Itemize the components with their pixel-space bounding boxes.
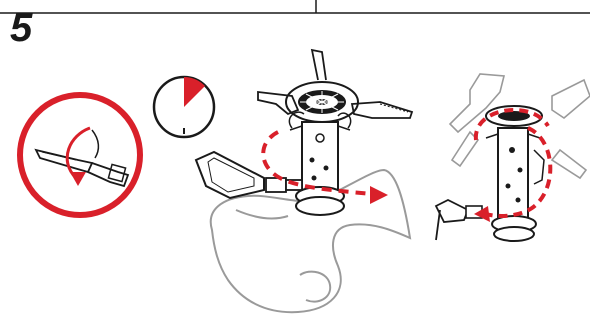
stove-with-hand [196, 50, 412, 312]
rotate-arrow-icon [67, 128, 90, 178]
detail-inset-fold-arm [20, 95, 140, 215]
folded-stove [436, 74, 590, 241]
timer-icon [154, 77, 214, 137]
